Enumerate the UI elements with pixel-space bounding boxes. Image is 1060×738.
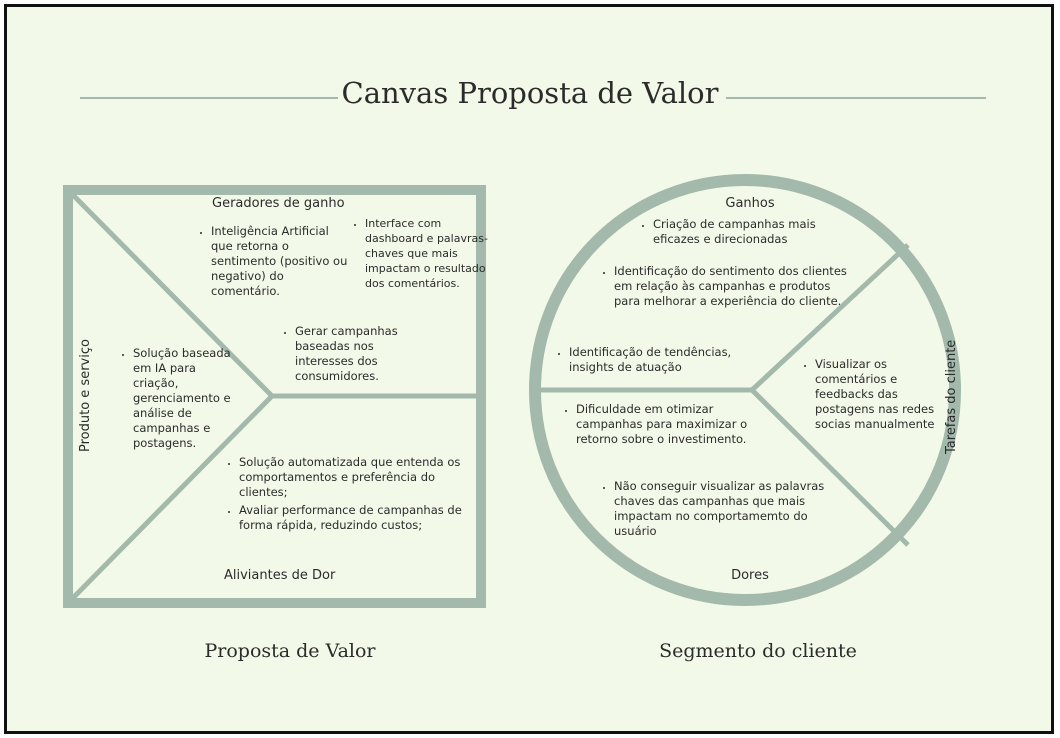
circle-diagonal-bottom [750,388,910,547]
gains-list-1: Criação de campanhas mais eficazes e dir… [640,217,853,250]
gains-list-3: Identificação de tendências, insights de… [556,345,769,378]
list-item: Inteligência Artificial que retorna o se… [211,224,351,299]
list-item: Identificação de tendências, insights de… [569,345,769,375]
canvas-frame [4,4,1054,734]
products-services-list: Solução baseada em IA para criação, gere… [120,346,239,454]
gain-creators-list-right: Interface com dashboard e palavras-chave… [352,216,493,294]
products-services-label: Produto e serviço [78,339,93,452]
list-item: Dificuldade em otimizar campanhas para m… [576,402,772,447]
list-item: Solução automatizada que entenda os comp… [239,455,477,500]
list-item: Avaliar performance de campanhas de form… [239,503,477,533]
customer-segment-circle [529,174,961,606]
list-item: Solução baseada em IA para criação, gere… [133,346,239,451]
list-item: Visualizar os comentários e feedbacks da… [815,357,945,432]
pains-label: Dores [731,568,769,583]
gain-creators-label: Geradores de ganho [212,196,345,211]
list-item: Identificação do sentimento dos clientes… [614,264,850,309]
gains-list-2: Identificação do sentimento dos clientes… [601,264,850,312]
square-diagonal-top [66,188,274,398]
list-item: Criação de campanhas mais eficazes e dir… [653,217,853,247]
list-item: Não conseguir visualizar as palavras cha… [614,479,846,539]
pain-relievers-label: Aliviantes de Dor [224,568,336,583]
square-diagonal-bottom [66,394,274,605]
title-line-left [80,97,338,99]
list-item: Interface com dashboard e palavras-chave… [365,216,493,291]
gain-creators-list-left: Inteligência Artificial que retorna o se… [198,224,351,302]
jobs-label: Tarefas do cliente [944,339,959,454]
pain-relievers-list: Solução automatizada que entenda os comp… [226,455,477,536]
page-title: Canvas Proposta de Valor [341,76,719,110]
pains-list-1: Dificuldade em otimizar campanhas para m… [563,402,772,450]
title-line-right [726,97,986,99]
jobs-list: Visualizar os comentários e feedbacks da… [802,357,945,435]
circle-diagonal-top [750,243,910,392]
gain-creators-list-bottom: Gerar campanhas baseadas nos interesses … [282,324,423,387]
customer-segment-caption: Segmento do cliente [659,640,857,662]
list-item: Gerar campanhas baseadas nos interesses … [295,324,423,384]
pains-list-2: Não conseguir visualizar as palavras cha… [601,479,846,542]
gains-label: Ganhos [725,196,775,211]
value-proposition-caption: Proposta de Valor [204,640,376,662]
